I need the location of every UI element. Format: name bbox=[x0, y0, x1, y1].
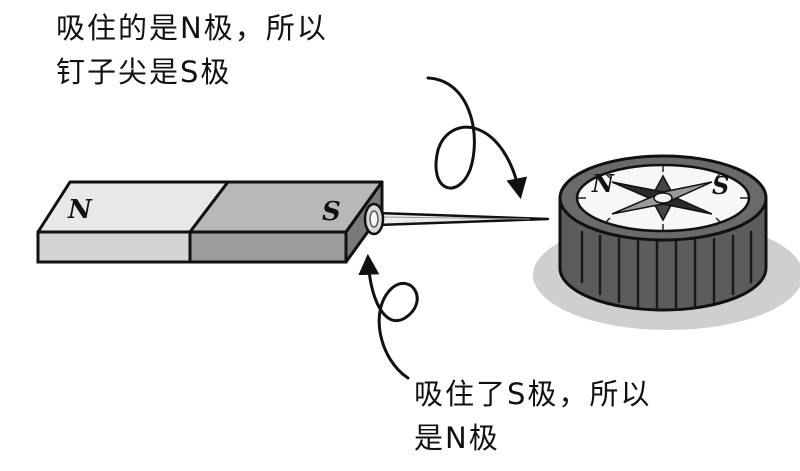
bar-magnet: N S bbox=[36, 180, 384, 264]
magnet-front-face-n bbox=[36, 230, 192, 264]
magnet-pole-n-label: N bbox=[67, 195, 93, 225]
caption-top: 吸住的是N极，所以 钉子尖是S极 bbox=[56, 6, 328, 94]
caption-bottom-line-2: 是N极 bbox=[414, 421, 500, 455]
caption-bottom-line-1: 吸住了S极，所以 bbox=[414, 377, 652, 411]
nail bbox=[363, 202, 550, 236]
caption-bottom: 吸住了S极，所以 是N极 bbox=[414, 372, 651, 460]
magnet-pole-s-label: S bbox=[322, 197, 341, 227]
compass-label-n: N bbox=[591, 169, 615, 198]
compass-label-s: S bbox=[712, 171, 729, 200]
curly-arrow-bottom bbox=[358, 253, 419, 380]
caption-top-line-2: 钉子尖是S极 bbox=[56, 55, 232, 89]
magnet-front-face-s bbox=[188, 230, 348, 264]
curly-arrow-top bbox=[426, 76, 528, 200]
caption-top-line-1: 吸住的是N极，所以 bbox=[56, 11, 328, 45]
compass: N S bbox=[533, 154, 800, 330]
